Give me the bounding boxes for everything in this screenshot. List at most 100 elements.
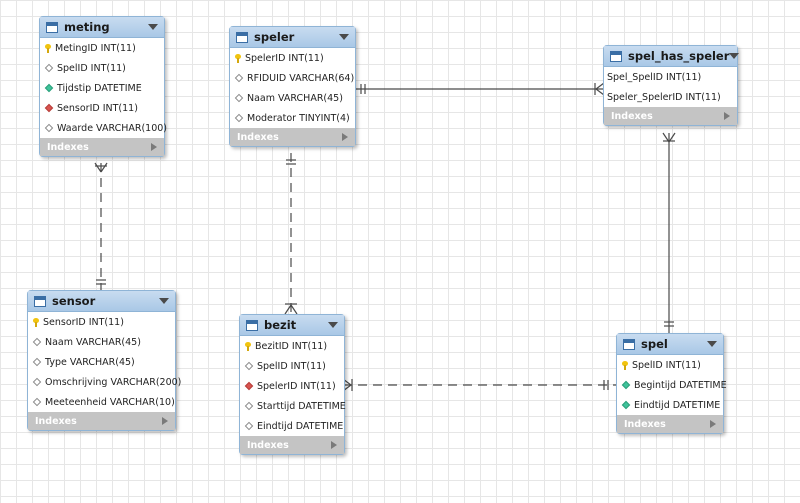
- field-label: SpelerID INT(11): [257, 380, 336, 392]
- table-icon: [246, 319, 258, 331]
- field-row[interactable]: Moderator TINYINT(4): [230, 108, 355, 128]
- field-row[interactable]: SensorID INT(11): [28, 312, 175, 332]
- field-label: BezitID INT(11): [255, 340, 328, 352]
- field-label: SpelerID INT(11): [245, 52, 324, 64]
- field-label: SpelID INT(11): [57, 62, 126, 74]
- entity-sensor[interactable]: sensor SensorID INT(11) Naam VARCHAR(45) T…: [27, 290, 181, 431]
- field-row[interactable]: Begintijd DATETIME: [617, 375, 727, 395]
- rel-bezit-spel[interactable]: [342, 378, 616, 392]
- field-label: SpelID INT(11): [632, 359, 701, 371]
- not-null-column-icon: [621, 380, 631, 390]
- field-row[interactable]: Spel_SpelID INT(11): [604, 67, 737, 87]
- field-label: Tijdstip DATETIME: [57, 82, 142, 94]
- field-row[interactable]: SpelID INT(11): [240, 356, 344, 376]
- table-icon: [236, 31, 248, 43]
- field-label: SensorID INT(11): [43, 316, 124, 328]
- rel-spel-has-speler-spel[interactable]: [662, 132, 676, 333]
- field-label: Eindtijd DATETIME: [257, 420, 344, 432]
- expand-arrow-icon[interactable]: [342, 133, 348, 141]
- field-label: Meeteenheid VARCHAR(10): [45, 396, 175, 408]
- field-row[interactable]: Waarde VARCHAR(100): [40, 118, 168, 138]
- entity-spel-has-speler[interactable]: spel_has_speler Spel_SpelID INT(11)Spele…: [603, 45, 740, 126]
- column-icon: [234, 73, 244, 83]
- field-row[interactable]: SpelerID INT(11): [230, 48, 355, 68]
- primary-key-icon: [235, 53, 241, 63]
- field-row[interactable]: Naam VARCHAR(45): [28, 332, 175, 352]
- field-row[interactable]: MetingID INT(11): [40, 38, 164, 58]
- entity-title: spel_has_speler: [628, 49, 730, 63]
- indexes-label: Indexes: [35, 415, 77, 427]
- field-row[interactable]: SensorID INT(11): [40, 98, 164, 118]
- field-label: RFIDUID VARCHAR(64): [247, 72, 355, 84]
- entity-title: bezit: [264, 318, 297, 332]
- field-row[interactable]: Starttijd DATETIME: [240, 396, 346, 416]
- expand-arrow-icon[interactable]: [724, 112, 730, 120]
- field-list: SensorID INT(11) Naam VARCHAR(45) Type VAR…: [28, 312, 181, 412]
- field-row[interactable]: BezitID INT(11): [240, 336, 344, 356]
- rel-speler-spel-has-speler[interactable]: [354, 82, 605, 96]
- primary-key-icon: [245, 341, 251, 351]
- column-icon: [244, 361, 254, 371]
- field-row[interactable]: Eindtijd DATETIME: [617, 395, 723, 415]
- entity-header[interactable]: speler: [230, 27, 355, 48]
- chevron-down-icon[interactable]: [707, 341, 717, 347]
- entity-header[interactable]: spel: [617, 334, 723, 355]
- entity-header[interactable]: sensor: [28, 291, 175, 312]
- expand-arrow-icon[interactable]: [710, 420, 716, 428]
- field-row[interactable]: Omschrijving VARCHAR(200): [28, 372, 181, 392]
- indexes-label: Indexes: [47, 141, 89, 153]
- field-list: SpelID INT(11) Begintijd DATETIME Eindtijd…: [617, 355, 727, 415]
- entity-bezit[interactable]: bezit BezitID INT(11) SpelID INT(11) Spele…: [239, 314, 346, 455]
- not-null-column-icon: [44, 83, 54, 93]
- indexes-bar[interactable]: Indexes: [40, 138, 164, 156]
- field-row[interactable]: SpelerID INT(11): [240, 376, 344, 396]
- field-row[interactable]: Speler_SpelerID INT(11): [604, 87, 737, 107]
- indexes-label: Indexes: [237, 131, 279, 143]
- field-label: Moderator TINYINT(4): [247, 112, 350, 124]
- indexes-bar[interactable]: Indexes: [604, 107, 737, 125]
- indexes-bar[interactable]: Indexes: [617, 415, 723, 433]
- entity-header[interactable]: meting: [40, 17, 164, 38]
- indexes-bar[interactable]: Indexes: [28, 412, 175, 430]
- not-null-column-icon: [621, 400, 631, 410]
- chevron-down-icon[interactable]: [328, 322, 338, 328]
- chevron-down-icon[interactable]: [729, 53, 740, 59]
- field-row[interactable]: Eindtijd DATETIME: [240, 416, 344, 436]
- column-icon: [234, 93, 244, 103]
- expand-arrow-icon[interactable]: [151, 143, 157, 151]
- field-row[interactable]: Naam VARCHAR(45): [230, 88, 355, 108]
- rel-speler-bezit[interactable]: [284, 153, 298, 315]
- field-list: Spel_SpelID INT(11)Speler_SpelerID INT(1…: [604, 67, 737, 107]
- field-row[interactable]: Type VARCHAR(45): [28, 352, 175, 372]
- chevron-down-icon[interactable]: [148, 24, 158, 30]
- field-row[interactable]: RFIDUID VARCHAR(64): [230, 68, 355, 88]
- entity-header[interactable]: bezit: [240, 315, 344, 336]
- field-label: Begintijd DATETIME: [634, 379, 727, 391]
- rel-meting-sensor[interactable]: [94, 162, 108, 290]
- field-label: Waarde VARCHAR(100): [57, 122, 168, 134]
- field-row[interactable]: Tijdstip DATETIME: [40, 78, 164, 98]
- indexes-bar[interactable]: Indexes: [240, 436, 344, 454]
- indexes-bar[interactable]: Indexes: [230, 128, 355, 146]
- indexes-label: Indexes: [624, 418, 666, 430]
- column-icon: [244, 421, 254, 431]
- field-row[interactable]: SpelID INT(11): [617, 355, 723, 375]
- entity-spel[interactable]: spel SpelID INT(11) Begintijd DATETIME Ein…: [616, 333, 727, 434]
- expand-arrow-icon[interactable]: [162, 417, 168, 425]
- field-label: Naam VARCHAR(45): [45, 336, 141, 348]
- entity-meting[interactable]: meting MetingID INT(11) SpelID INT(11) Tij…: [39, 16, 168, 157]
- entity-header[interactable]: spel_has_speler: [604, 46, 740, 67]
- field-label: Starttijd DATETIME: [257, 400, 346, 412]
- entity-title: spel: [641, 337, 668, 351]
- field-list: SpelerID INT(11) RFIDUID VARCHAR(64) Naam …: [230, 48, 355, 128]
- expand-arrow-icon[interactable]: [331, 441, 337, 449]
- chevron-down-icon[interactable]: [159, 298, 169, 304]
- indexes-label: Indexes: [611, 110, 653, 122]
- field-row[interactable]: Meeteenheid VARCHAR(10): [28, 392, 175, 412]
- column-icon: [234, 113, 244, 123]
- entity-title: sensor: [52, 294, 96, 308]
- field-row[interactable]: SpelID INT(11): [40, 58, 164, 78]
- chevron-down-icon[interactable]: [339, 34, 349, 40]
- entity-speler[interactable]: speler SpelerID INT(11) RFIDUID VARCHAR(6…: [229, 26, 356, 147]
- table-icon: [46, 21, 58, 33]
